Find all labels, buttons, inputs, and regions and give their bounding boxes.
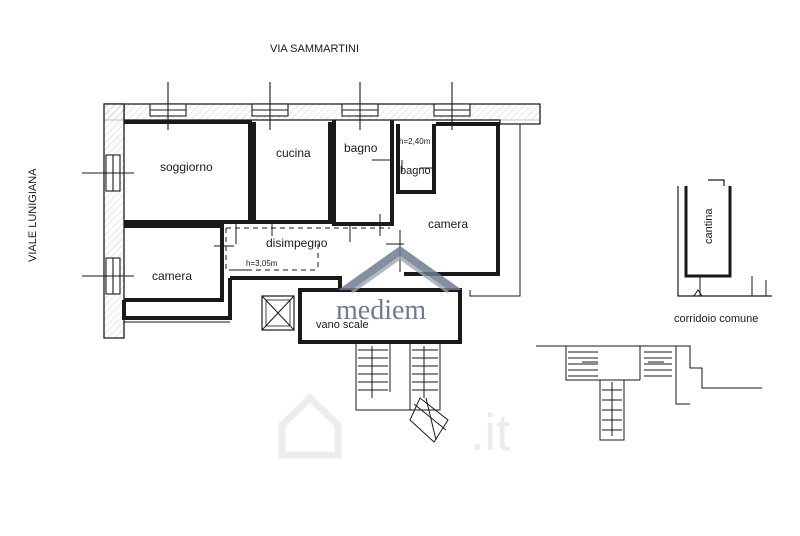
logo-brand: mediem [336, 295, 426, 326]
cellar-plan: cantina corridoio comune [674, 179, 772, 325]
house-watermark-icon [278, 393, 342, 459]
cellar-cantina: cantina [703, 208, 715, 244]
room-bagno-1: bagno [344, 141, 378, 155]
room-cucina: cucina [276, 146, 311, 160]
room-camera-right: camera [428, 217, 468, 231]
room-disimpegno: disimpegno [266, 236, 328, 250]
watermark: .it [278, 393, 511, 462]
disimpegno-boundary [225, 227, 390, 271]
watermark-site: .it [470, 404, 511, 462]
mediem-logo: mediem [336, 246, 462, 326]
room-walls [122, 120, 500, 344]
room-soggiorno: soggiorno [160, 160, 213, 174]
roof-logo-icon [338, 246, 462, 290]
main-stairs [355, 341, 449, 443]
height-label-1: h=2,40m [399, 137, 431, 146]
height-label-2: h=3,05m [246, 259, 278, 268]
outer-contour [103, 104, 541, 338]
room-vano-scale: vano scale [316, 319, 369, 331]
cellar-corridoio: corridoio comune [674, 313, 758, 325]
room-bagno-2: bagno [400, 165, 431, 177]
cellar-stairs [536, 345, 762, 441]
street-top-label: VIA SAMMARTINI [270, 43, 359, 55]
room-camera-left: camera [152, 269, 192, 283]
street-left-label: VIALE LUNIGIANA [27, 168, 39, 262]
shaft [261, 295, 295, 331]
windows [82, 82, 471, 295]
